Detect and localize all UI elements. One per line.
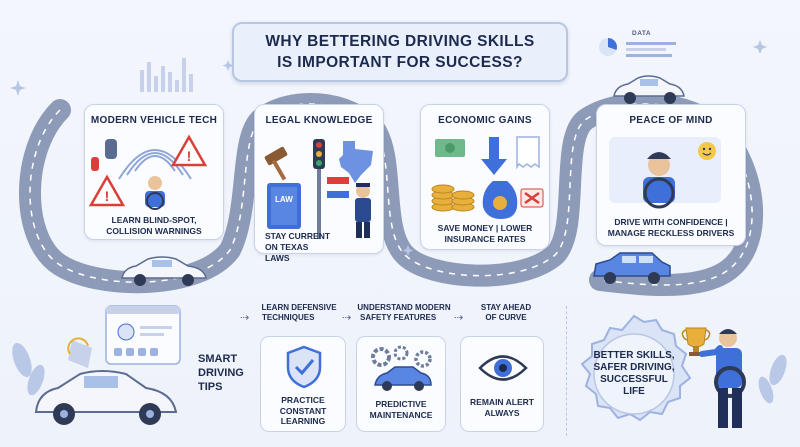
tip-line-2: MAINTENANCE — [369, 409, 433, 420]
money-savings-icons — [431, 136, 544, 219]
tip-card-practice-learning: PRACTICE CONSTANT LEARNING — [260, 336, 346, 432]
card-caption-1: DRIVE WITH CONFIDENCE | — [614, 217, 728, 227]
success-badge-text: BETTER SKILLS, SAFER DRIVING, SUCCESSFUL… — [584, 350, 684, 398]
tip-line-3: LEARNING — [280, 416, 326, 426]
flow-step-3: STAY AHEAD OF CURVE — [470, 303, 542, 323]
svg-text:!: ! — [187, 148, 192, 164]
car-icon — [613, 75, 685, 104]
sedan-car-icon — [121, 256, 207, 286]
flow-step-1: LEARN DEFENSIVE TECHNIQUES — [258, 303, 340, 323]
pie-chart-icon — [599, 37, 676, 57]
flow-step-line-2: OF CURVE — [485, 313, 527, 322]
badge-line-1: BETTER SKILLS, — [593, 350, 675, 361]
title-line-1: WHY BETTERING DRIVING SKILLS — [265, 33, 535, 50]
card-caption-1: SAVE MONEY | LOWER — [437, 223, 533, 233]
card-caption-2: COLLISION WARNINGS — [106, 226, 202, 236]
card-title: ECONOMIC GAINS — [438, 115, 532, 126]
svg-text:!: ! — [105, 188, 110, 204]
badge-line-2: SAFER DRIVING, — [593, 362, 675, 373]
data-widget: DATA — [596, 30, 686, 64]
card-modern-vehicle-tech: MODERN VEHICLE TECH ! ! LEARN BLIND-SPOT… — [84, 104, 224, 240]
title-line-2: IS IMPORTANT FOR SUCCESS? — [277, 54, 523, 71]
badge-line-4: LIFE — [623, 386, 645, 397]
card-title: PEACE OF MIND — [629, 115, 713, 126]
flow-step-line-1: UNDERSTAND MODERN — [357, 303, 451, 312]
confident-driver-icon — [609, 137, 721, 209]
card-peace-of-mind: PEACE OF MIND DRIVE WITH CONFIDENCE | MA… — [596, 104, 746, 246]
card-caption-2: INSURANCE RATES — [444, 234, 526, 244]
card-title: MODERN VEHICLE TECH — [90, 115, 218, 126]
card-legal-knowledge: LEGAL KNOWLEDGE LAW STAY CURRENT ON TEXA… — [254, 104, 384, 263]
title-box: WHY BETTERING DRIVING SKILLS IS IMPORTAN… — [232, 22, 568, 82]
shield-check-icon — [286, 345, 322, 389]
divider — [566, 306, 567, 436]
eye-icon — [478, 355, 528, 381]
smart-tips-line-1: SMART — [198, 353, 238, 365]
tip-card-predictive-maintenance: PREDICTIVE MAINTENANCE — [356, 336, 446, 432]
faint-bars-decor — [140, 58, 193, 92]
flow-step-line-2: SAFETY FEATURES — [360, 313, 437, 322]
suv-car-icon — [593, 252, 671, 284]
card-caption-2: MANAGE RECKLESS DRIVERS — [607, 228, 735, 238]
tip-card-remain-alert: REMAIN ALERT ALWAYS — [460, 336, 544, 432]
success-badge-icon — [580, 314, 692, 422]
card-title: LEGAL KNOWLEDGE — [265, 115, 373, 126]
app-dashboard-illustration — [34, 305, 181, 425]
gears-car-icon — [371, 345, 432, 391]
flow-step-line-2: TECHNIQUES — [262, 313, 315, 322]
tip-line-2: CONSTANT — [279, 405, 327, 416]
flow-step-2: UNDERSTAND MODERN SAFETY FEATURES — [356, 303, 452, 323]
tip-line-1: PREDICTIVE — [375, 399, 427, 409]
badge-line-3: SUCCESSFUL — [600, 374, 668, 385]
flow-step-line-1: LEARN DEFENSIVE — [261, 303, 337, 312]
arrow-icon: ⇢ — [454, 312, 464, 324]
arrow-icon: ⇢ — [342, 312, 352, 324]
smart-tips-line-2: DRIVING — [198, 367, 244, 379]
card-caption-1: LEARN BLIND-SPOT, — [111, 215, 197, 225]
law-book-label: LAW — [275, 195, 293, 204]
card-economic-gains: ECONOMIC GAINS SAVE MONEY | LOWER INSURA… — [420, 104, 550, 250]
sparkle-decor — [10, 40, 767, 256]
arrow-icon: ⇢ — [240, 312, 250, 324]
card-caption-2: ON TEXAS LAWS — [265, 242, 309, 263]
flow-step-line-1: STAY AHEAD — [480, 303, 532, 312]
tip-line-2: ALWAYS — [484, 407, 520, 418]
trophy-person-icon — [681, 327, 746, 428]
card-caption-1: STAY CURRENT — [265, 231, 331, 241]
collision-warning-icon: ! ! — [88, 134, 208, 210]
tip-line-1: PRACTICE — [281, 395, 325, 405]
smart-tips-label: SMART DRIVING TIPS — [198, 352, 244, 394]
leaf-decor — [12, 342, 787, 404]
tip-line-1: REMAIN ALERT — [470, 397, 534, 407]
smart-tips-line-3: TIPS — [198, 381, 223, 393]
data-label: DATA — [632, 30, 652, 37]
legal-icons — [264, 139, 373, 239]
